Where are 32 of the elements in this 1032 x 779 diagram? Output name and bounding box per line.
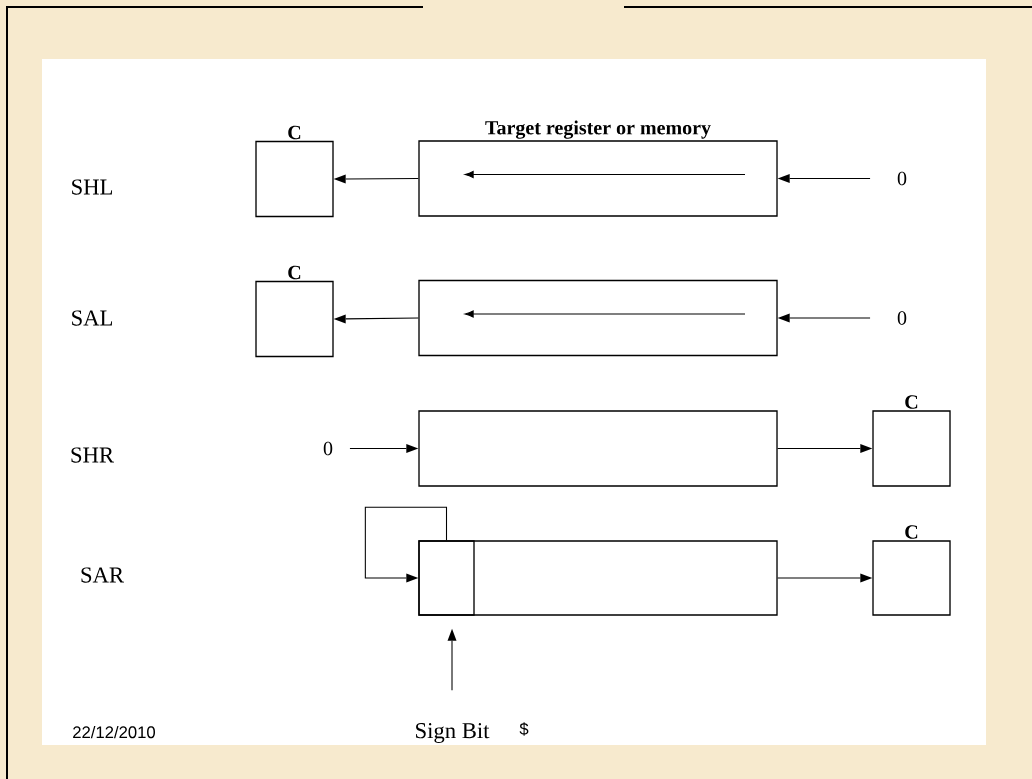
input-bit: 0 [897, 311, 907, 325]
node-label: Target register or memory [485, 120, 711, 139]
arrow [777, 573, 873, 583]
carry-box: C [872, 395, 951, 487]
sign-bit-label: Sign Bit [416, 723, 490, 743]
node-label: C [905, 525, 918, 539]
register-box [418, 279, 778, 357]
instruction-name: SAL [72, 310, 113, 326]
carry-box: C [255, 265, 334, 358]
footnote-mark: $ [519, 722, 529, 736]
input-bit: 0 [897, 171, 907, 186]
arrow [333, 174, 419, 184]
instruction-name: SHR [71, 447, 114, 463]
arrow [349, 444, 419, 453]
register-box [418, 410, 778, 487]
arrow [777, 444, 873, 453]
arrow [777, 313, 871, 323]
arrow [777, 174, 871, 183]
input-bit: 0 [323, 441, 333, 456]
sign-bit-cell [418, 540, 475, 616]
node-label: C [288, 125, 301, 140]
arrow [333, 314, 419, 324]
instruction-name: SHL [72, 179, 113, 195]
arrow [447, 628, 457, 691]
carry-box: C [255, 125, 334, 218]
node-label: C [288, 265, 301, 280]
register-box: Target register or memory [418, 120, 778, 217]
instruction-name: SAR [81, 567, 124, 583]
date-text: 22/12/2010 [73, 725, 155, 739]
node-label: C [905, 395, 918, 409]
arrow [364, 506, 448, 583]
carry-box: C [872, 525, 951, 616]
